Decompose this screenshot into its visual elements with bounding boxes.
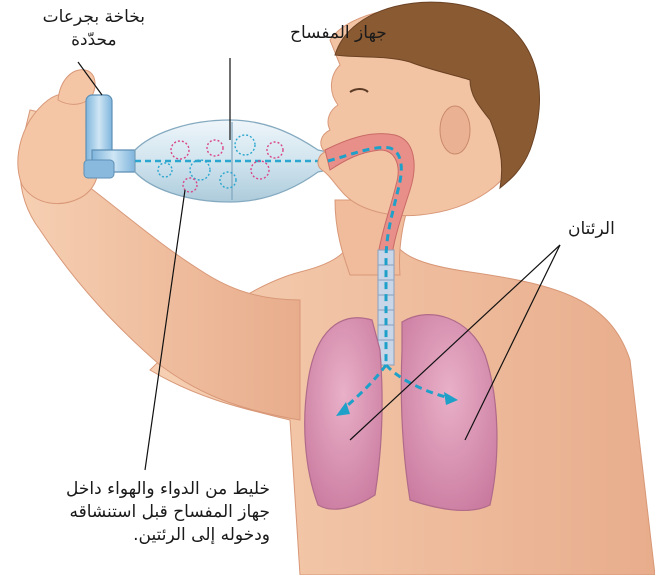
label-spacer: جهاز المفساح (290, 22, 387, 45)
ear (440, 106, 470, 154)
label-mixture-line-3: ودخوله إلى الرئتين. (66, 524, 270, 547)
label-inhaler: بخاخة بجرعات محدّدة (43, 6, 145, 52)
label-mixture-line-1: خليط من الدواء والهواء داخل (66, 478, 270, 501)
label-lungs: الرئتان (568, 218, 615, 241)
metered-dose-inhaler (84, 95, 135, 178)
label-mixture: خليط من الدواء والهواء داخل جهاز المفساح… (66, 478, 270, 547)
spacer-device (135, 120, 328, 202)
label-mixture-line-2: جهاز المفساح قبل استنشاقه (66, 501, 270, 524)
label-inhaler-line-2: محدّدة (43, 29, 145, 52)
label-inhaler-line-1: بخاخة بجرعات (43, 6, 145, 29)
